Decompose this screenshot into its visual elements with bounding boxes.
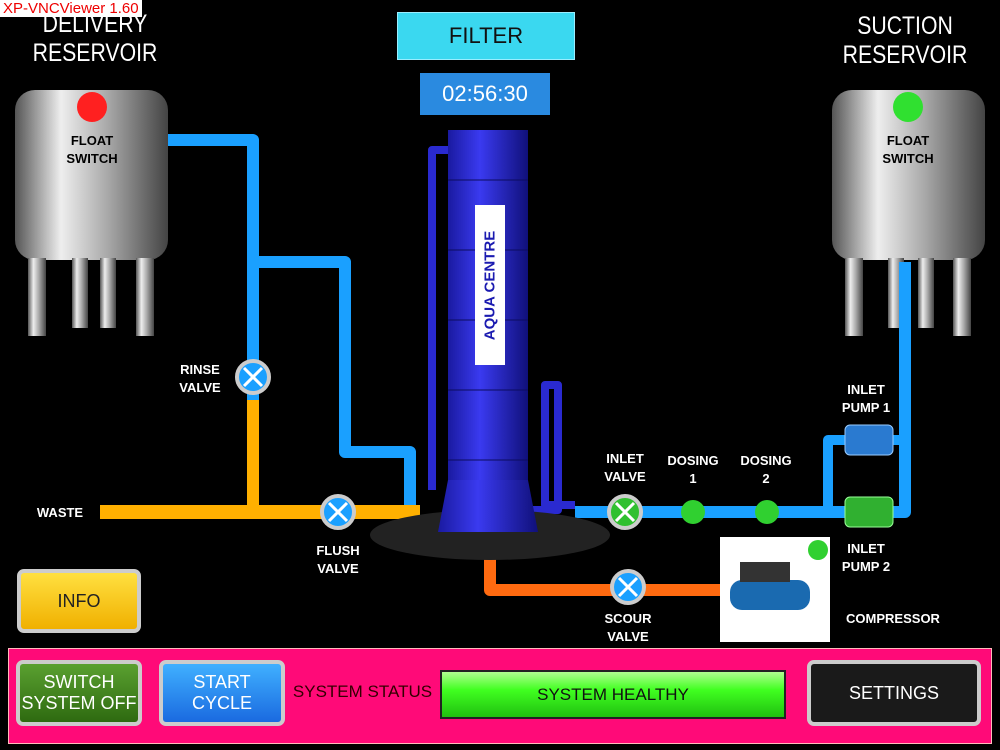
- rinse-label-2: VALVE: [179, 380, 221, 395]
- suction-float-switch-indicator: [893, 92, 923, 122]
- dosing-2-label-2: 2: [762, 471, 770, 486]
- dosing-1-label: DOSING: [667, 453, 719, 468]
- pump-1-label: INLET: [847, 382, 885, 397]
- rinse-valve-icon: [235, 359, 271, 395]
- column-top-pipe: [428, 146, 450, 490]
- backwash-pipe: [253, 256, 416, 505]
- suction-title-1: SUCTION: [857, 12, 953, 40]
- flush-label-2: VALVE: [317, 561, 359, 576]
- delivery-title-2: RESERVOIR: [32, 39, 158, 67]
- timer-display: 02:56:30: [420, 73, 550, 115]
- settings-button[interactable]: SETTINGS: [807, 660, 981, 726]
- inlet-pump-2-icon: [844, 496, 894, 528]
- suction-title-2: RESERVOIR: [842, 41, 968, 69]
- dosing-2-label: DOSING: [740, 453, 792, 468]
- delivery-float-switch-indicator: [77, 92, 107, 122]
- column-return-pipe: [530, 381, 575, 514]
- compressor-image: [720, 537, 830, 642]
- delivery-reservoir-tank: [15, 90, 168, 336]
- switch-off-label-2: SYSTEM OFF: [21, 693, 137, 713]
- rinse-label: RINSE: [180, 362, 220, 377]
- dosing-1-indicator: [681, 500, 705, 524]
- pump-2-label: INLET: [847, 541, 885, 556]
- scour-valve-icon: [610, 569, 646, 605]
- inlet-valve-icon: [607, 494, 643, 530]
- suction-switch-label-2: SWITCH: [882, 151, 934, 166]
- compressor-label: COMPRESSOR: [846, 611, 940, 626]
- inlet-pump-1-icon: [844, 424, 894, 456]
- mode-display: FILTER: [397, 12, 575, 60]
- system-status-indicator: SYSTEM HEALTHY: [440, 670, 786, 719]
- system-status-label: SYSTEM STATUS: [292, 682, 433, 701]
- delivery-switch-label-2: SWITCH: [66, 151, 118, 166]
- dosing-1-label-2: 1: [689, 471, 697, 486]
- dosing-2-indicator: [755, 500, 779, 524]
- suction-switch-label: FLOAT: [886, 133, 930, 148]
- scour-label: SCOUR: [604, 611, 652, 626]
- start-label: START: [193, 672, 251, 692]
- flush-valve-icon: [320, 494, 356, 530]
- delivery-switch-label: FLOAT: [70, 133, 114, 148]
- flush-label: FLUSH: [316, 543, 360, 558]
- info-button[interactable]: INFO: [17, 569, 141, 633]
- rinse-pipe: [168, 134, 259, 400]
- scour-label-2: VALVE: [607, 629, 649, 644]
- switch-off-label: SWITCH: [43, 672, 115, 692]
- inlet-valve-label-2: VALVE: [604, 469, 646, 484]
- pump-1-label-2: PUMP 1: [841, 400, 891, 415]
- inlet-valve-label: INLET: [606, 451, 644, 466]
- start-label-2: CYCLE: [191, 693, 253, 713]
- pump-2-label-2: PUMP 2: [841, 559, 891, 574]
- vnc-title: XP-VNCViewer 1.60: [0, 0, 142, 17]
- filter-column: [438, 130, 538, 532]
- column-label: AQUA CENTRE: [481, 230, 499, 341]
- waste-label: WASTE: [36, 505, 84, 520]
